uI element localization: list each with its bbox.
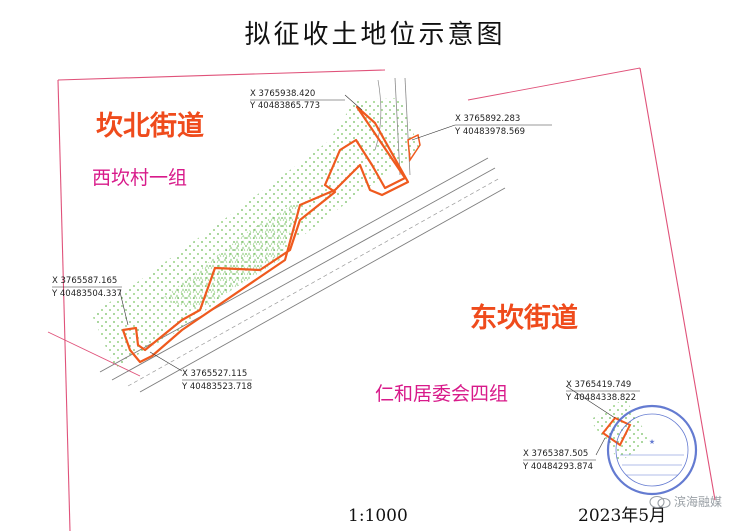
- coord-4-x: X 3765527.115: [182, 369, 247, 379]
- coord-point-5: X 3765419.749 Y 40484338.822: [565, 380, 640, 403]
- wechat-icon: [649, 495, 671, 508]
- coord-1-y: Y 40483865.773: [249, 101, 320, 111]
- coord-6-y: Y 40484293.874: [522, 462, 593, 472]
- label-dongkan-street: 东坎街道: [470, 302, 578, 334]
- coord-3-x: X 3765587.165: [52, 276, 117, 286]
- coord-2-x: X 3765892.283: [455, 114, 520, 124]
- watermark: 滨海融媒: [649, 493, 722, 510]
- coord-point-3: X 3765587.165 Y 40483504.337: [51, 276, 122, 299]
- coord-5-y: Y 40484338.822: [565, 393, 636, 403]
- label-xikan-village: 西坎村一组: [92, 167, 187, 189]
- official-stamp: ★: [606, 404, 698, 496]
- coord-4-y: Y 40483523.718: [181, 382, 252, 392]
- watermark-text: 滨海融媒: [673, 495, 722, 509]
- coord-point-4: X 3765527.115 Y 40483523.718: [181, 369, 252, 392]
- coord-1-x: X 3765938.420: [250, 89, 315, 99]
- scale-label: 1:1000: [348, 506, 408, 526]
- coordinate-callouts: X 3765938.420 Y 40483865.773 X 3765892.2…: [51, 89, 640, 472]
- label-renhe-committee: 仁和居委会四组: [375, 383, 508, 405]
- coord-point-1: X 3765938.420 Y 40483865.773: [249, 89, 345, 111]
- coord-2-y: Y 40483978.569: [454, 127, 525, 137]
- frame-lines: [47, 67, 716, 531]
- svg-text:★: ★: [649, 438, 655, 446]
- label-kanbei-street: 坎北街道: [96, 110, 204, 142]
- parcel-boundaries: [121, 105, 632, 447]
- date-label: 2023年5月: [578, 506, 666, 526]
- coord-point-6: X 3765387.505 Y 40484293.874: [522, 449, 596, 472]
- vegetation-area: [92, 98, 650, 462]
- coord-5-x: X 3765419.749: [566, 380, 631, 390]
- coord-6-x: X 3765387.505: [523, 449, 588, 459]
- coord-3-y: Y 40483504.337: [51, 289, 122, 299]
- coord-point-2: X 3765892.283 Y 40483978.569: [454, 114, 552, 137]
- map-title: 拟征收土地位示意图: [244, 20, 506, 50]
